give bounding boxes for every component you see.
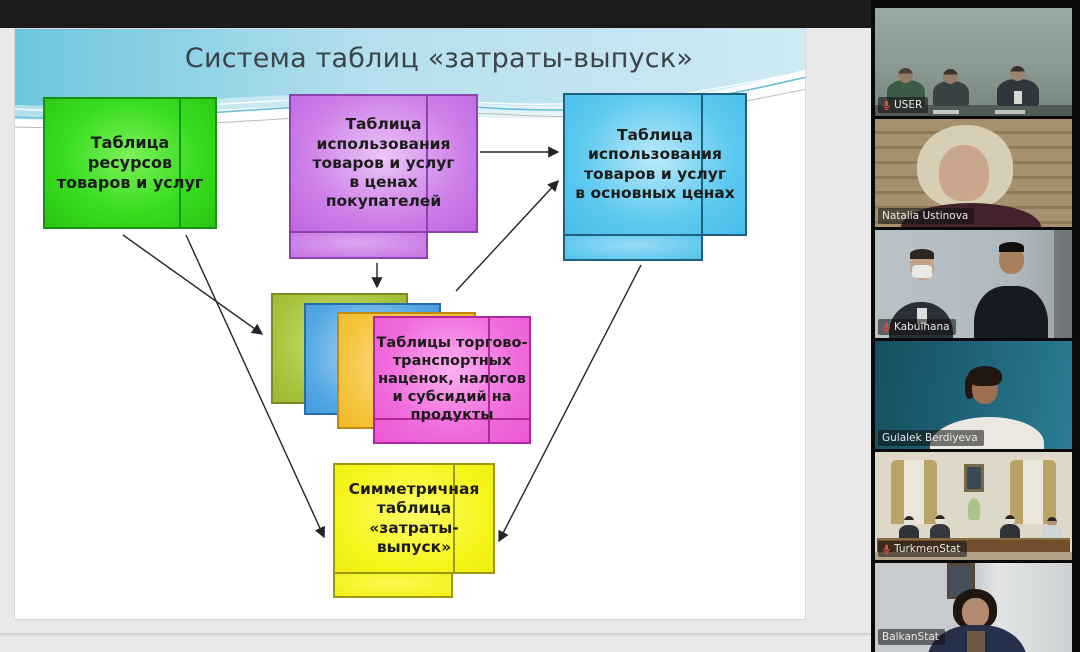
table-column-divider [488, 318, 490, 442]
scene-shape [967, 631, 985, 652]
scene-shape [965, 375, 974, 399]
participant-name: Natalia Ustinova [882, 210, 969, 222]
participant-label: Kabulhana [878, 319, 956, 335]
participant-label: BalkanStat [878, 629, 945, 645]
diagram-box-use-basic-row [563, 234, 703, 261]
participant-name: TurkmenStat [894, 543, 961, 555]
scene-shape [1010, 66, 1025, 81]
content-divider-line [0, 633, 871, 636]
table-column-divider [701, 95, 703, 234]
participant-tile-natalia-ustinova[interactable]: Natalia Ustinova [875, 119, 1072, 227]
scene-shape [963, 464, 984, 492]
slide-title: Система таблиц «затраты-выпуск» [184, 43, 694, 74]
window-top-bar [0, 0, 871, 28]
muted-mic-icon [883, 322, 890, 332]
diagram-box-use-basic: Таблица использования товаров и услуг в … [563, 93, 747, 236]
participant-label: Natalia Ustinova [878, 208, 975, 224]
table-column-divider [426, 96, 428, 231]
scene-shape [933, 81, 969, 106]
table-column-divider [179, 99, 181, 227]
participant-tile-turkmenstat[interactable]: TurkmenStat [875, 452, 1072, 560]
scene-shape [891, 460, 937, 524]
participant-name: BalkanStat [882, 631, 939, 643]
scene-shape [935, 515, 945, 525]
scene-shape [912, 265, 932, 278]
participant-tile-user[interactable]: USER [875, 8, 1072, 116]
scene-shape [939, 145, 989, 201]
diagram-box-use-purchasers-row [289, 231, 428, 259]
participant-tile-kabulhana[interactable]: Kabulhana [875, 230, 1072, 338]
scene-shape [962, 598, 989, 627]
scene-shape [917, 308, 927, 324]
scene-shape [875, 105, 1072, 116]
scene-shape [1047, 517, 1057, 527]
diagram-box-symmetric-row [333, 572, 453, 598]
diagram-box-use-purchasers-label: Таблица использования товаров и услуг в … [312, 115, 455, 211]
scene-shape [899, 525, 919, 540]
screen-share-area: Система таблиц «затраты-выпуск» Таблица … [0, 0, 871, 652]
screen-share-content: Система таблиц «затраты-выпуск» Таблица … [0, 28, 871, 652]
scene-shape [1054, 230, 1072, 338]
scene-shape [1042, 525, 1062, 540]
scene-shape [995, 110, 1025, 114]
participant-name: Gulalek Berdiyeva [882, 432, 978, 444]
muted-mic-icon [883, 100, 890, 110]
diagram-box-use-purchasers: Таблица использования товаров и услуг в … [289, 94, 478, 233]
scene-shape [968, 366, 1002, 386]
scene-shape [898, 68, 913, 83]
scene-shape [904, 516, 914, 526]
participant-tile-balkanstat[interactable]: BalkanStat [875, 563, 1072, 652]
scene-shape [1005, 515, 1015, 525]
presentation-slide: Система таблиц «затраты-выпуск» Таблица … [14, 28, 806, 620]
diagram-box-trade-margins: Таблицы торгово- транспортных наценок, н… [373, 316, 531, 444]
scene-shape [974, 286, 1048, 338]
scene-shape [930, 524, 950, 540]
diagram-box-trade-margins-label: Таблицы торгово- транспортных наценок, н… [376, 335, 528, 423]
scene-shape [967, 498, 980, 520]
table-row-divider [375, 418, 529, 420]
participant-label: TurkmenStat [878, 541, 967, 557]
diagram-box-symmetric-label: Симметричная таблица «затраты- выпуск» [348, 480, 480, 556]
table-column-divider [453, 465, 455, 572]
scene-shape [1014, 91, 1022, 104]
diagram-box-use-basic-label: Таблица использования товаров и услуг в … [575, 126, 735, 202]
participants-sidebar[interactable]: USER Natalia Ustinova [871, 0, 1080, 652]
scene-shape [1010, 460, 1056, 524]
scene-shape [1000, 524, 1020, 540]
diagram-box-resources: Таблица ресурсов товаров и услуг [43, 97, 217, 229]
participant-tile-gulalek-berdiyeva[interactable]: Gulalek Berdiyeva [875, 341, 1072, 449]
participant-label: Gulalek Berdiyeva [878, 430, 984, 446]
scene-shape [910, 249, 934, 259]
participant-label: USER [878, 97, 929, 113]
scene-shape [943, 69, 958, 84]
participant-name: Kabulhana [894, 321, 950, 333]
muted-mic-icon [883, 544, 890, 554]
diagram-box-symmetric: Симметричная таблица «затраты- выпуск» [333, 463, 495, 574]
scene-shape [933, 110, 959, 114]
scene-shape [999, 242, 1024, 252]
participant-name: USER [894, 99, 923, 111]
video-scene [875, 452, 1072, 560]
diagram-box-resources-label: Таблица ресурсов товаров и услуг [56, 133, 204, 192]
scene-shape [875, 552, 1072, 560]
